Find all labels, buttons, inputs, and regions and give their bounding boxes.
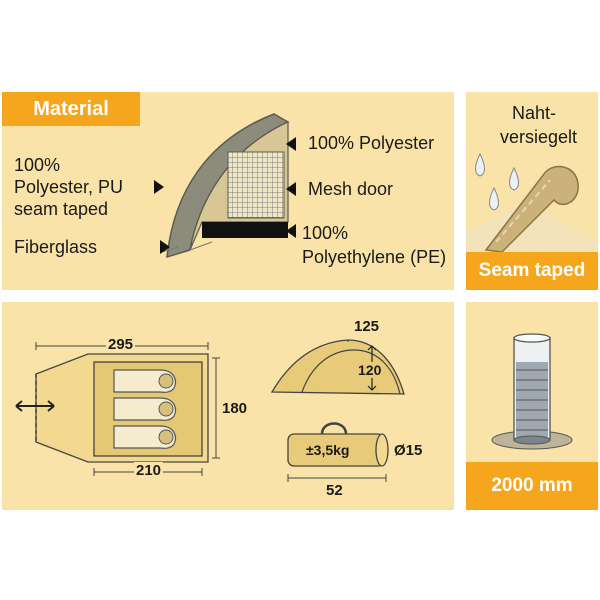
- dimensions-panel: 295 210 180 125 120 ±3,5kg Ø15 52: [2, 302, 454, 510]
- drop-icon: [509, 166, 519, 191]
- floor-layer: [202, 222, 288, 238]
- tent-profile: [270, 339, 405, 395]
- floor-label-line1: 100%: [302, 223, 349, 243]
- arrow-fly-icon: [154, 180, 164, 194]
- floor-label-line2: Polyethylene (PE): [302, 247, 447, 267]
- mesh-label: Mesh door: [308, 179, 394, 199]
- seam-heading-line1: Naht-: [512, 103, 557, 123]
- material-layers-diagram: [154, 113, 296, 259]
- seam-tape: [484, 165, 579, 253]
- inner-height-label: 120: [358, 362, 382, 378]
- height-label: 125: [354, 318, 380, 335]
- seam-heading-line2: versiegelt: [500, 127, 578, 147]
- inner-label: 100% Polyester: [308, 133, 435, 153]
- water-column-panel: 2000 mm: [466, 302, 598, 510]
- material-tag: Material: [2, 92, 140, 126]
- floorplan-diagram: [15, 339, 405, 482]
- seam-panel: Naht- versiegelt Seam taped: [466, 92, 598, 290]
- drop-icon: [475, 152, 485, 177]
- water-column-tag: 2000 mm: [466, 462, 598, 510]
- water-column-illustration: [491, 333, 573, 450]
- pack-length-label: 52: [326, 482, 343, 499]
- poles-label: Fiberglass: [14, 237, 98, 257]
- entrance-arrow-icon: [15, 400, 55, 412]
- fly-label-line1: 100%: [14, 155, 61, 175]
- sleeping-bags: [113, 369, 177, 449]
- arrow-poles-icon: [160, 240, 170, 254]
- pole-layer: [161, 241, 213, 253]
- arrow-floor-icon: [286, 224, 296, 238]
- mesh-layer: [227, 151, 285, 219]
- inner-length-label: 210: [134, 462, 164, 479]
- material-panel: Material 100% Polyester, PU seam taped F…: [2, 92, 454, 290]
- pack-diameter-label: Ø15: [394, 442, 423, 459]
- length-label: 295: [106, 336, 136, 353]
- pack-bag-icon: [287, 422, 389, 467]
- arrow-mesh-icon: [286, 182, 296, 196]
- fly-label-line2: Polyester, PU: [14, 177, 124, 197]
- seam-tape-illustration: [466, 152, 598, 253]
- arrow-inner-icon: [286, 137, 296, 151]
- drop-icon: [489, 186, 499, 211]
- seam-tag: Seam taped: [466, 252, 598, 290]
- weight-label: ±3,5kg: [306, 442, 350, 458]
- fly-label-line3: seam taped: [14, 199, 109, 219]
- width-label: 180: [222, 400, 248, 417]
